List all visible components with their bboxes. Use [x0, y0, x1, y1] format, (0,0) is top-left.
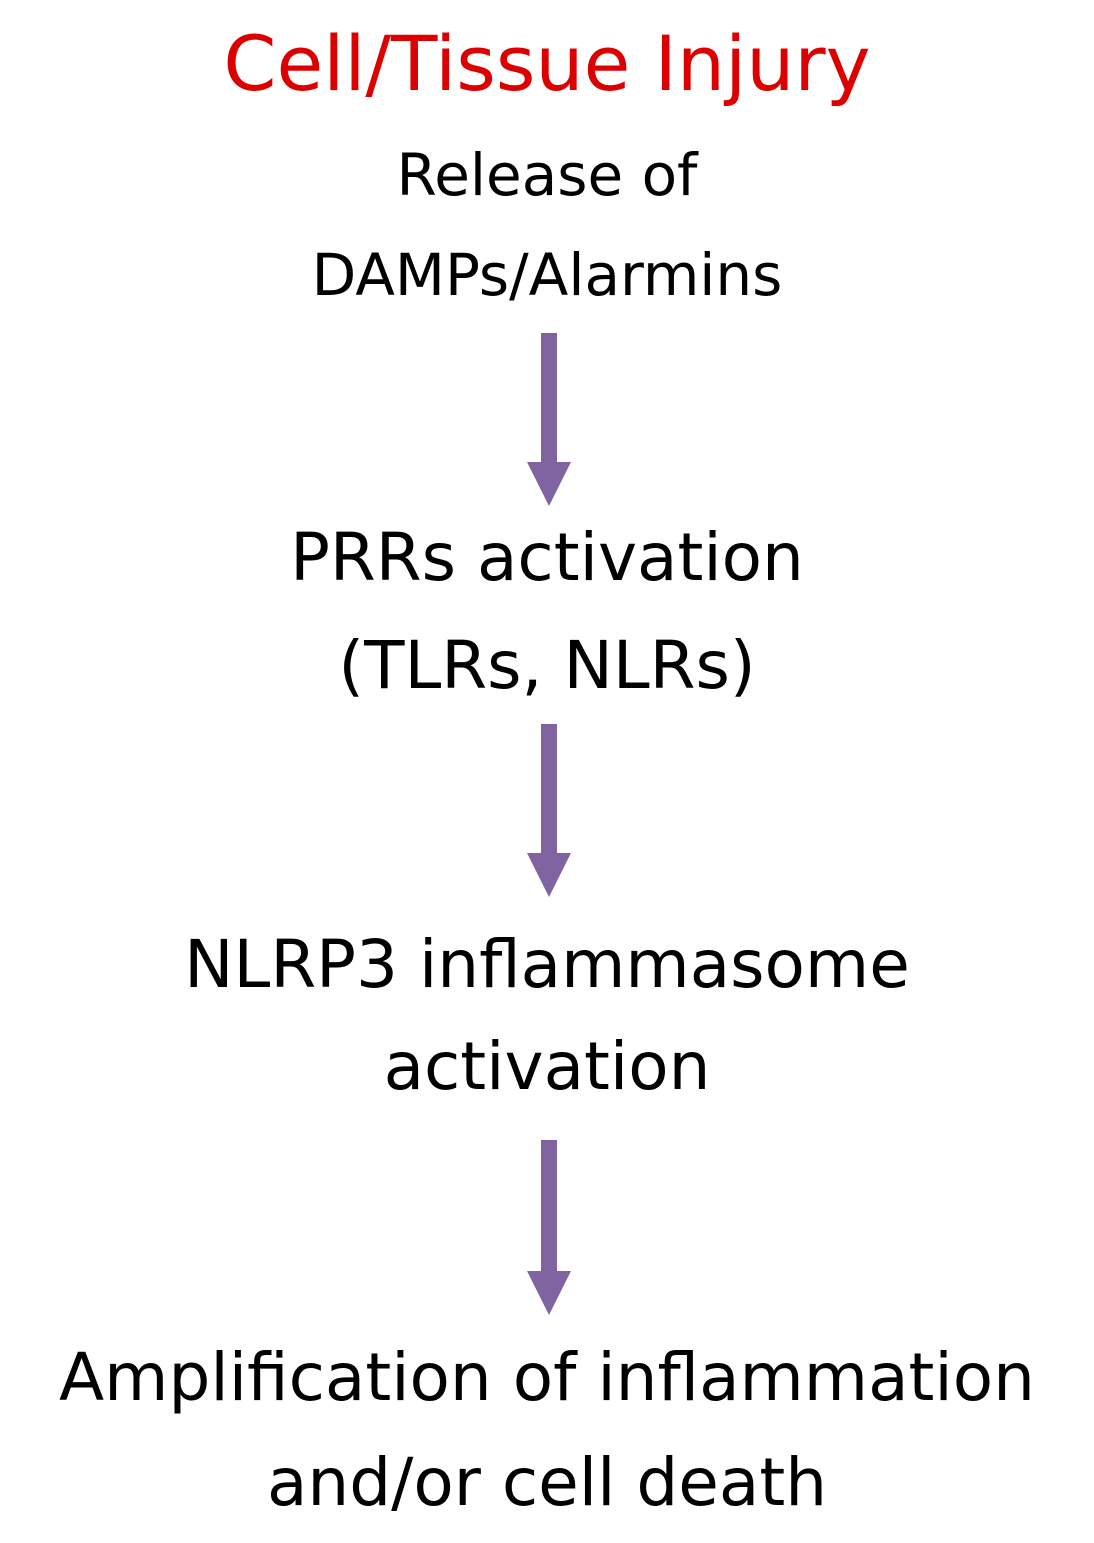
- step-4-line-2: and/or cell death: [266, 1444, 828, 1521]
- arrow-1-shaft: [541, 333, 557, 463]
- step-3-line-1: NLRP3 inflammasome: [184, 926, 910, 1003]
- step-1-line-2: DAMPs/Alarmins: [311, 241, 783, 309]
- step-1-line-1: Release of: [396, 141, 698, 209]
- step-4-line-1: Amplification of inflammation: [59, 1339, 1035, 1416]
- arrow-1-head: [527, 462, 571, 506]
- arrow-3-shaft: [541, 1140, 557, 1272]
- step-2-line-1: PRRs activation: [290, 519, 804, 596]
- arrow-3-head: [527, 1271, 571, 1315]
- step-3-line-2: activation: [383, 1028, 711, 1105]
- arrow-2-shaft: [541, 724, 557, 854]
- step-2-line-2: (TLRs, NLRs): [338, 627, 756, 704]
- diagram-title: Cell/Tissue Injury: [223, 19, 871, 108]
- arrow-2-head: [527, 853, 571, 897]
